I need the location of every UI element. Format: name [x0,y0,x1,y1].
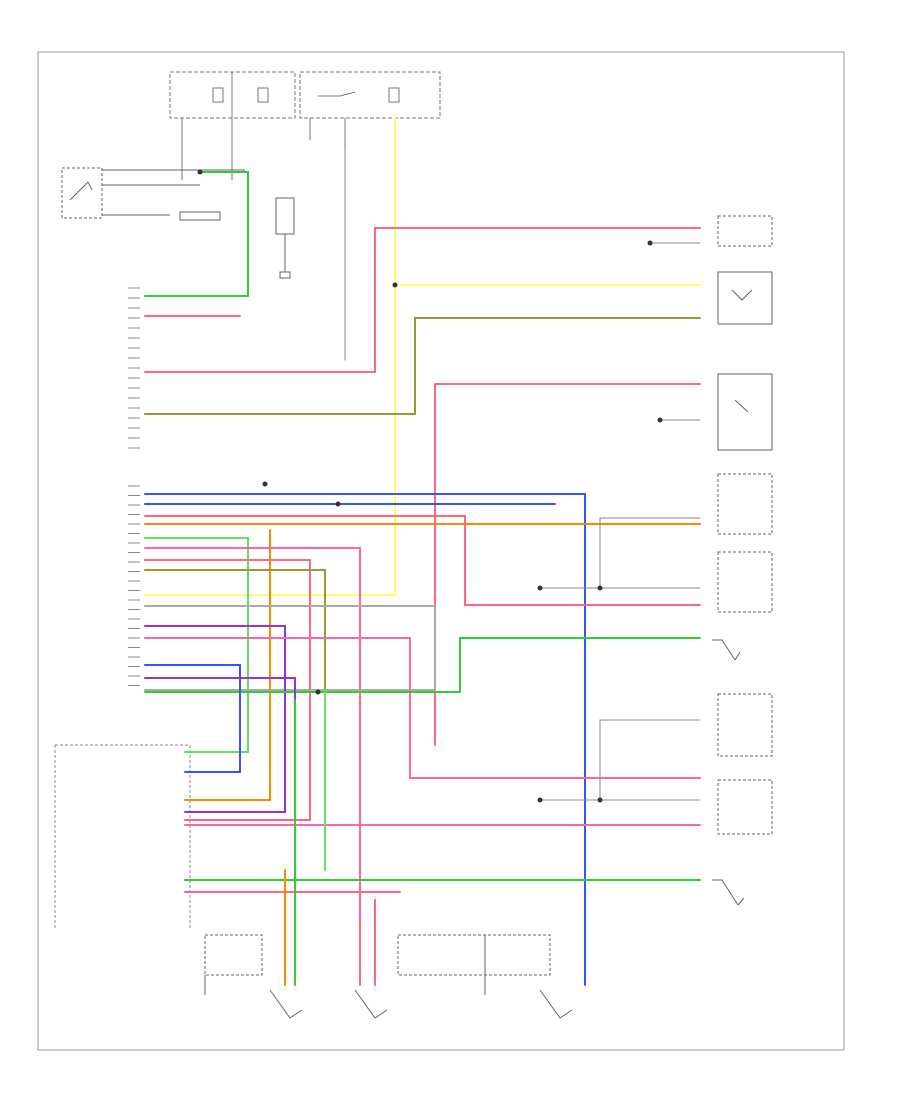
junction-dot [597,585,603,591]
junction-dot [335,501,341,507]
ecu-connector-upper [128,287,140,449]
junction-dot [392,282,398,288]
wire-green-top [144,171,249,297]
diagram-frame [37,51,845,1051]
wire-blue-long [144,493,586,986]
junction-dot [657,417,663,423]
wire-pink [144,637,701,779]
wires-layer [144,117,701,986]
module-small [275,197,295,279]
wire-gray-thin [599,517,701,589]
fuse-block-top [169,71,441,180]
junction-dot [262,481,268,487]
wire-gray [144,605,436,691]
junction-dot [197,169,203,175]
component-right-1 [712,215,773,906]
junction-dot [537,797,543,803]
wire-olive [144,569,326,691]
junction-dot [647,240,653,246]
relay-left [61,167,245,221]
wire-olive [144,317,701,415]
control-unit-lower-left [54,744,191,930]
ecu-connector-lower [128,485,140,686]
wire-orange [184,529,271,801]
wire-purple [144,625,286,813]
wire-blue-long [144,664,241,773]
wire-green-top [144,637,701,693]
wire-red-left [144,515,701,606]
bottom-switches [204,934,573,1019]
wire-red-left [144,227,701,373]
junction-dot [315,689,321,695]
junction-dots [197,169,663,803]
junction-dot [537,585,543,591]
wire-pink [144,547,361,921]
wire-lightgreen [144,537,249,753]
wire-gray-thin [599,719,701,801]
wire-yellow-trunk [394,117,701,286]
junction-dot [597,797,603,803]
wire-red-left [434,383,701,746]
wire-yellow-trunk [144,284,396,596]
